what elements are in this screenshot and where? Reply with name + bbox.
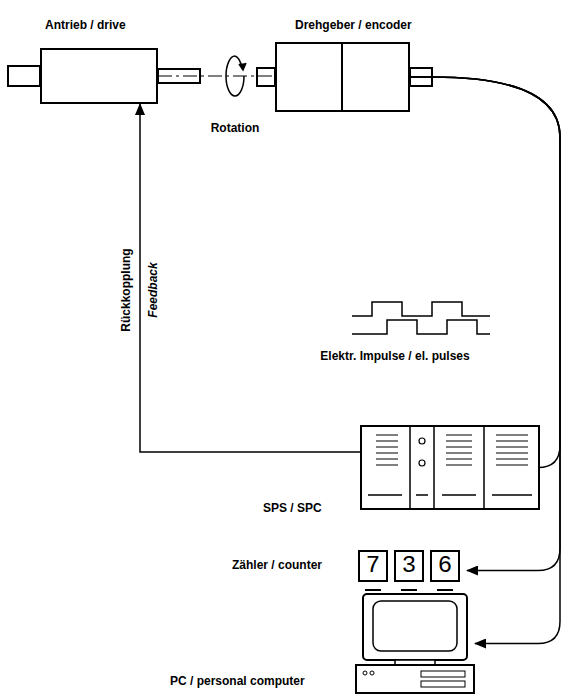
plc-slot-line bbox=[376, 453, 398, 454]
feedback-label: Feedback bbox=[146, 260, 160, 319]
encoder-box: Drehgeber / encoder bbox=[275, 42, 410, 112]
monitor bbox=[363, 594, 467, 660]
plc-slot-line bbox=[496, 453, 528, 454]
pc-button bbox=[363, 671, 367, 675]
plc-slot-line bbox=[446, 435, 472, 436]
node-label: Antrieb / drive bbox=[45, 18, 126, 32]
plc-led bbox=[419, 438, 425, 444]
digit-row: 736 bbox=[355, 548, 467, 593]
signal-arrow bbox=[140, 104, 360, 452]
digit-cell: 7 bbox=[358, 550, 388, 591]
plc-module-edge bbox=[483, 427, 485, 508]
plc-base-line bbox=[368, 494, 402, 496]
monitor-screen bbox=[373, 601, 457, 651]
plc-slot-line bbox=[446, 447, 472, 448]
plc-base-line bbox=[442, 494, 476, 496]
plc-led bbox=[419, 460, 425, 466]
pc-button bbox=[370, 671, 374, 675]
plc-slot-line bbox=[496, 465, 528, 466]
plc-slot-line bbox=[376, 465, 398, 466]
digit-underline bbox=[365, 589, 381, 591]
signal-arrow bbox=[410, 77, 560, 468]
plc-slot-line bbox=[446, 459, 472, 460]
plc-slot-line bbox=[376, 435, 398, 436]
plc-slot-line bbox=[496, 441, 528, 442]
plc-slot-line bbox=[376, 441, 398, 442]
plc-slot-line bbox=[446, 465, 472, 466]
plc-module-edge bbox=[409, 427, 411, 508]
digit-underline bbox=[437, 589, 453, 591]
plc-slot-line bbox=[496, 447, 528, 448]
counter-digit: 3 bbox=[394, 550, 424, 582]
digit-cell: 3 bbox=[394, 550, 424, 591]
plc-rack: SPS / SPC bbox=[360, 425, 540, 510]
pc-drawing bbox=[355, 592, 475, 695]
encoder-drawing bbox=[277, 44, 408, 110]
plc-base-line bbox=[492, 494, 532, 496]
rotation-arrowhead bbox=[239, 63, 246, 70]
edge-label: Rückkopplung bbox=[119, 246, 133, 333]
edge-label: Rotation bbox=[209, 121, 262, 135]
encoder-divider bbox=[341, 44, 343, 110]
personal-computer: PC / personal computer bbox=[355, 592, 475, 695]
disk-drive bbox=[421, 671, 465, 677]
shaft-axis bbox=[158, 75, 275, 76]
digit-cell: 6 bbox=[430, 550, 460, 591]
plc-slot-line bbox=[446, 453, 472, 454]
signal-label: Elektr. Impulse / el. pulses bbox=[318, 349, 471, 363]
pulse-train bbox=[352, 320, 490, 334]
node-label: PC / personal computer bbox=[170, 674, 305, 688]
counter-digit: 7 bbox=[358, 550, 388, 582]
node-label: SPS / SPC bbox=[263, 501, 322, 515]
drive-shaft bbox=[8, 66, 40, 86]
disk-drive bbox=[421, 681, 465, 687]
plc-slot-line bbox=[376, 459, 398, 460]
plc-drawing bbox=[362, 427, 538, 508]
digit-underline bbox=[401, 589, 417, 591]
pulse-train bbox=[352, 302, 490, 316]
plc-module-edge bbox=[433, 427, 435, 508]
counter-display: Zähler / counter736 bbox=[355, 548, 467, 593]
node-label: Drehgeber / encoder bbox=[295, 18, 412, 32]
drive-box: Antrieb / drive bbox=[40, 48, 158, 104]
pc-case bbox=[356, 665, 474, 693]
counter-digit: 6 bbox=[430, 550, 460, 582]
encoder-shaft bbox=[257, 68, 275, 86]
plc-slot-line bbox=[446, 441, 472, 442]
node-label: Zähler / counter bbox=[232, 558, 322, 572]
plc-slot-line bbox=[496, 435, 528, 436]
plc-base-line bbox=[416, 494, 428, 496]
plc-slot-line bbox=[496, 459, 528, 460]
plc-slot-line bbox=[376, 447, 398, 448]
